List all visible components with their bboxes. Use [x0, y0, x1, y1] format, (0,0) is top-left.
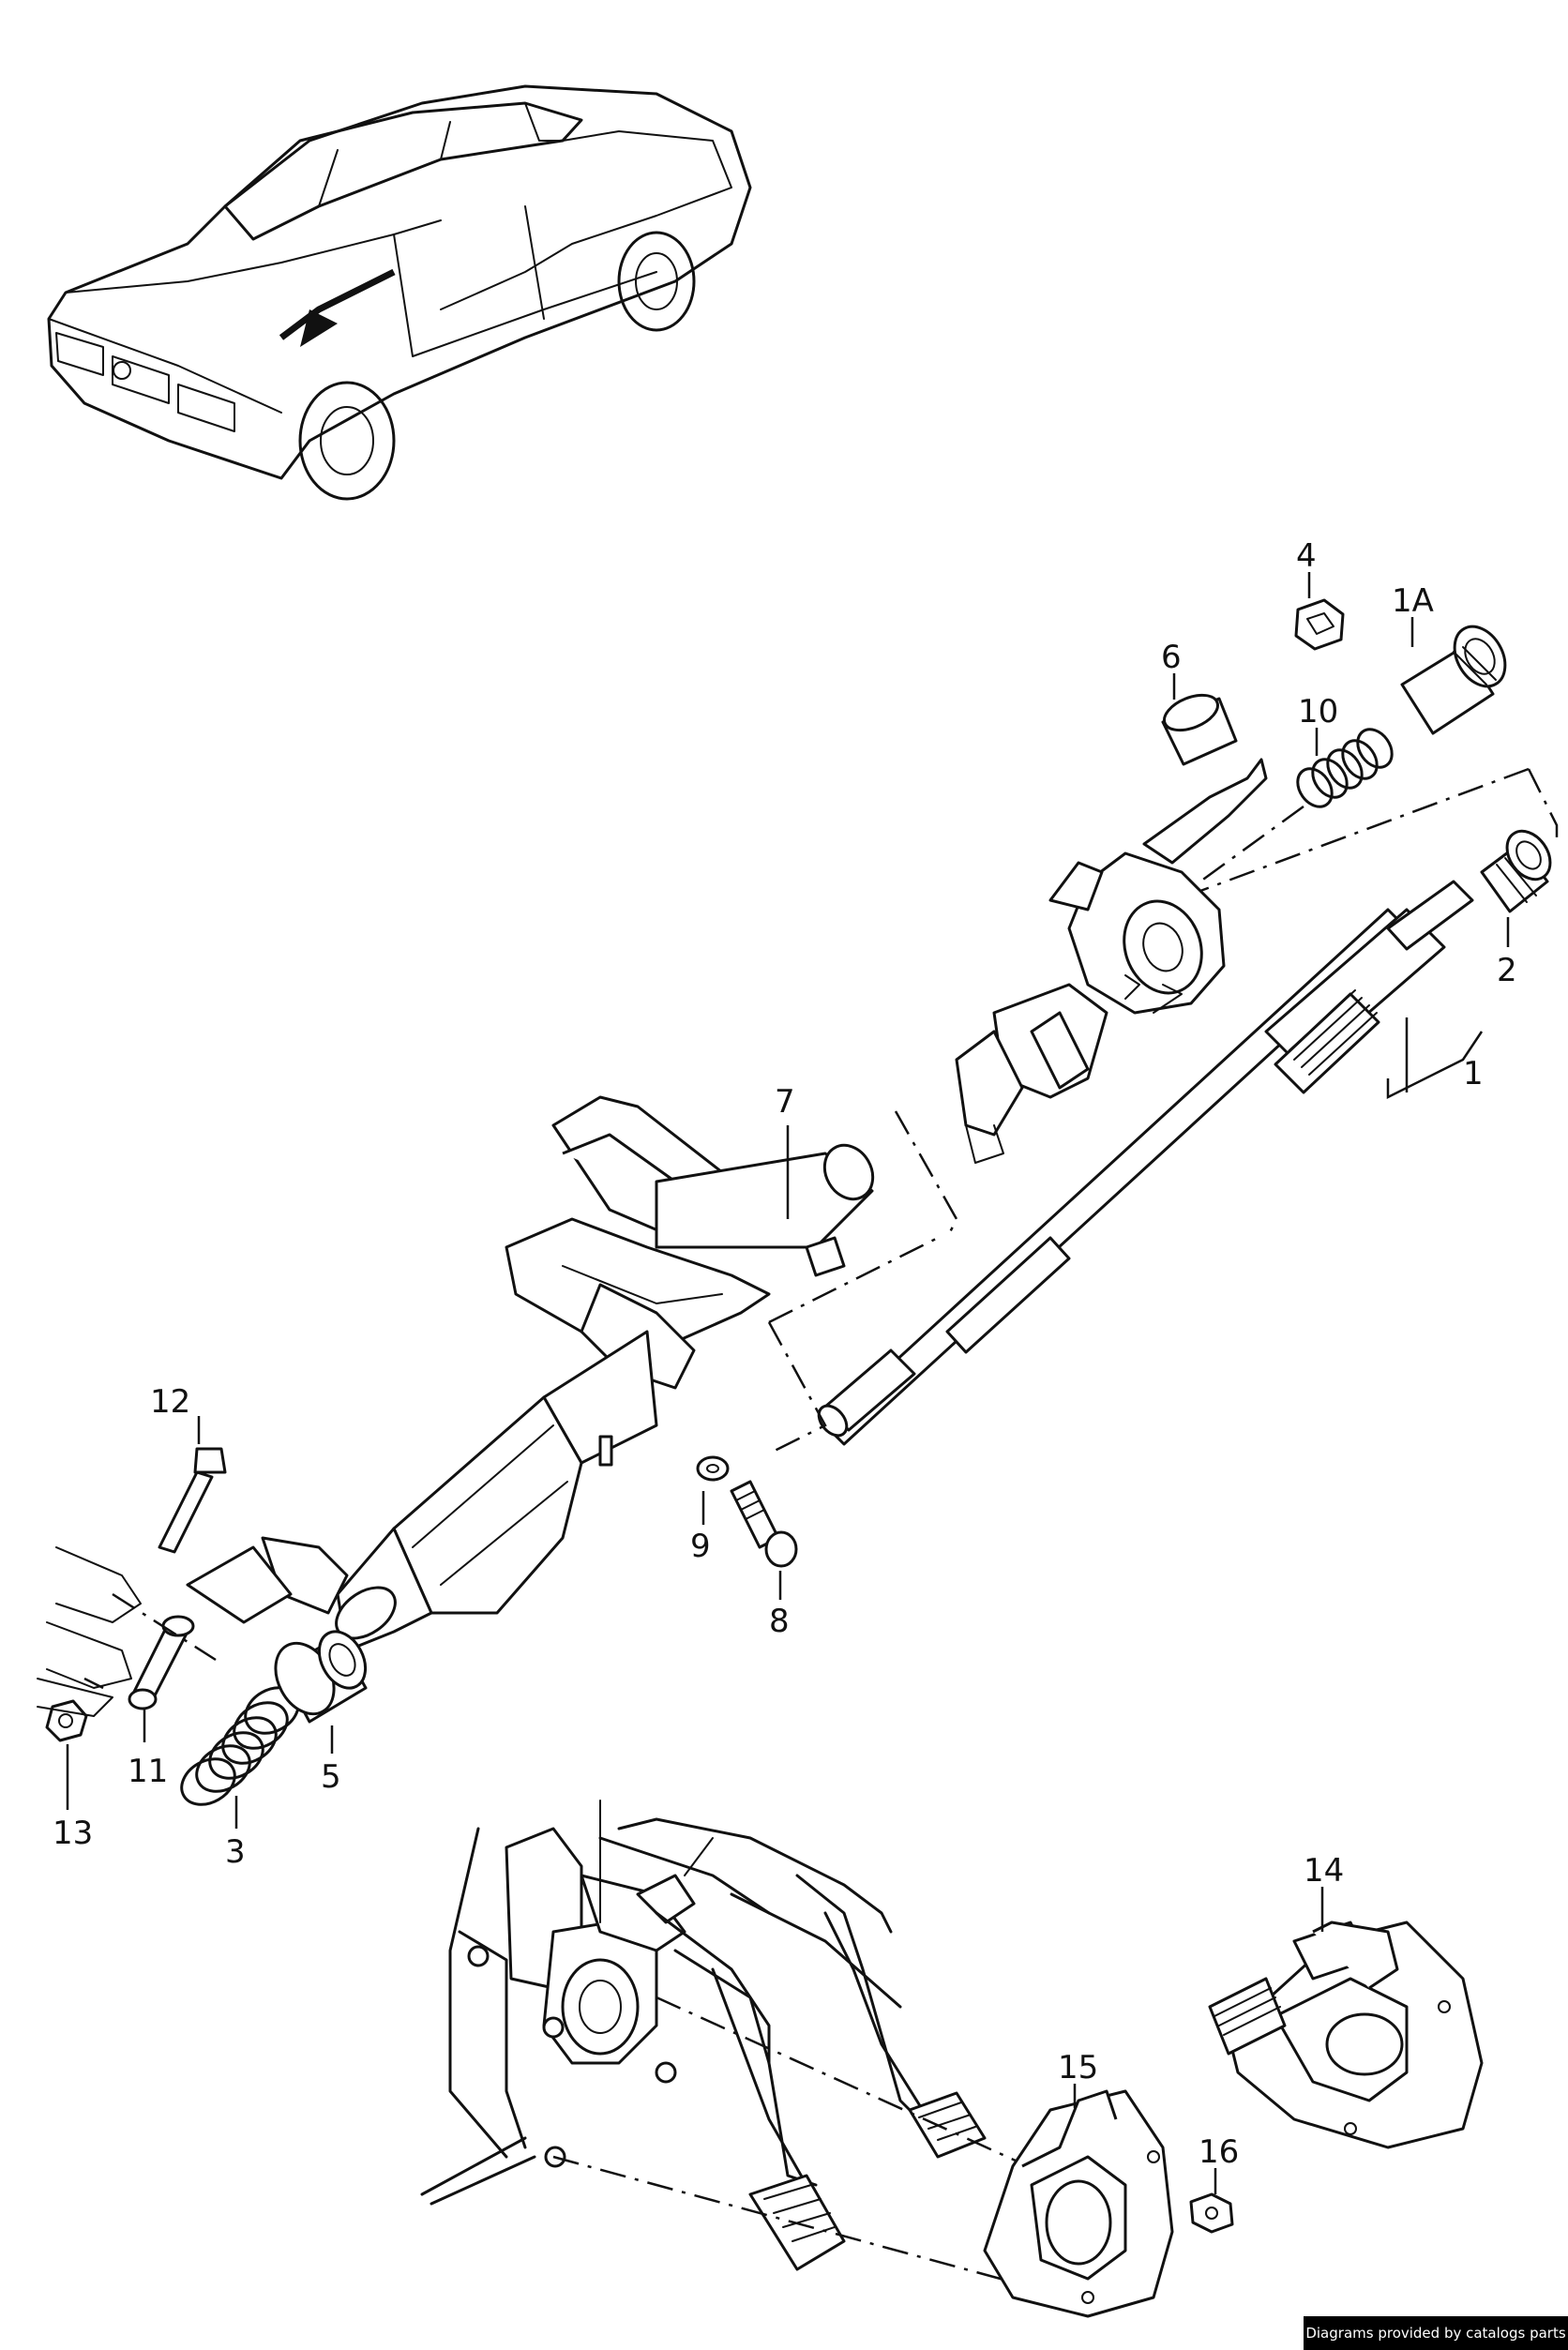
label-1a: 1A — [1392, 582, 1434, 620]
part-3-spring — [180, 1686, 300, 1829]
part-11-sleeve — [128, 1615, 195, 1742]
part-2-sleeve — [1480, 829, 1552, 947]
part-1a-sleeve — [1400, 617, 1507, 735]
label-16: 16 — [1199, 2133, 1239, 2171]
label-3: 3 — [225, 1833, 246, 1871]
label-11: 11 — [128, 1753, 168, 1790]
part-4-washer — [1294, 572, 1345, 651]
part-9-washer — [696, 1455, 730, 1525]
part-6-bushing — [1161, 673, 1238, 766]
part-16-nut — [1189, 2168, 1234, 2234]
label-12: 12 — [150, 1383, 190, 1421]
label-13: 13 — [53, 1815, 93, 1852]
switch-housing — [955, 758, 1268, 1164]
part-8-bolt — [730, 1480, 798, 1600]
part-14-boot — [1208, 1887, 1484, 2149]
label-9: 9 — [690, 1528, 711, 1565]
pedal-assembly — [420, 1800, 1070, 2299]
part-12-bolt — [158, 1416, 227, 1554]
part-13-nut — [37, 1546, 217, 1810]
car-illustration — [47, 84, 752, 501]
label-2: 2 — [1497, 952, 1517, 989]
part-15-cover — [983, 2084, 1174, 2318]
part-labels: 4 1A 6 10 2 1 7 12 9 8 11 5 13 3 14 15 1… — [53, 537, 1517, 2171]
label-6: 6 — [1161, 639, 1182, 676]
label-1: 1 — [1463, 1055, 1484, 1092]
label-8: 8 — [769, 1603, 790, 1640]
label-7: 7 — [775, 1083, 795, 1121]
label-15: 15 — [1058, 2049, 1098, 2086]
part-10-spring — [1296, 728, 1394, 808]
credit-banner: Diagrams provided by catalogs parts — [1304, 2316, 1568, 2350]
label-14: 14 — [1304, 1852, 1344, 1890]
part-7-column-bracket — [186, 1095, 875, 1652]
part-1-steering-shaft — [817, 880, 1484, 1446]
label-4: 4 — [1296, 537, 1317, 575]
assembly-dash-lines-upper — [767, 767, 1559, 1455]
part-5-bearing — [274, 1630, 368, 1754]
label-5: 5 — [321, 1758, 341, 1796]
label-10: 10 — [1298, 693, 1338, 731]
